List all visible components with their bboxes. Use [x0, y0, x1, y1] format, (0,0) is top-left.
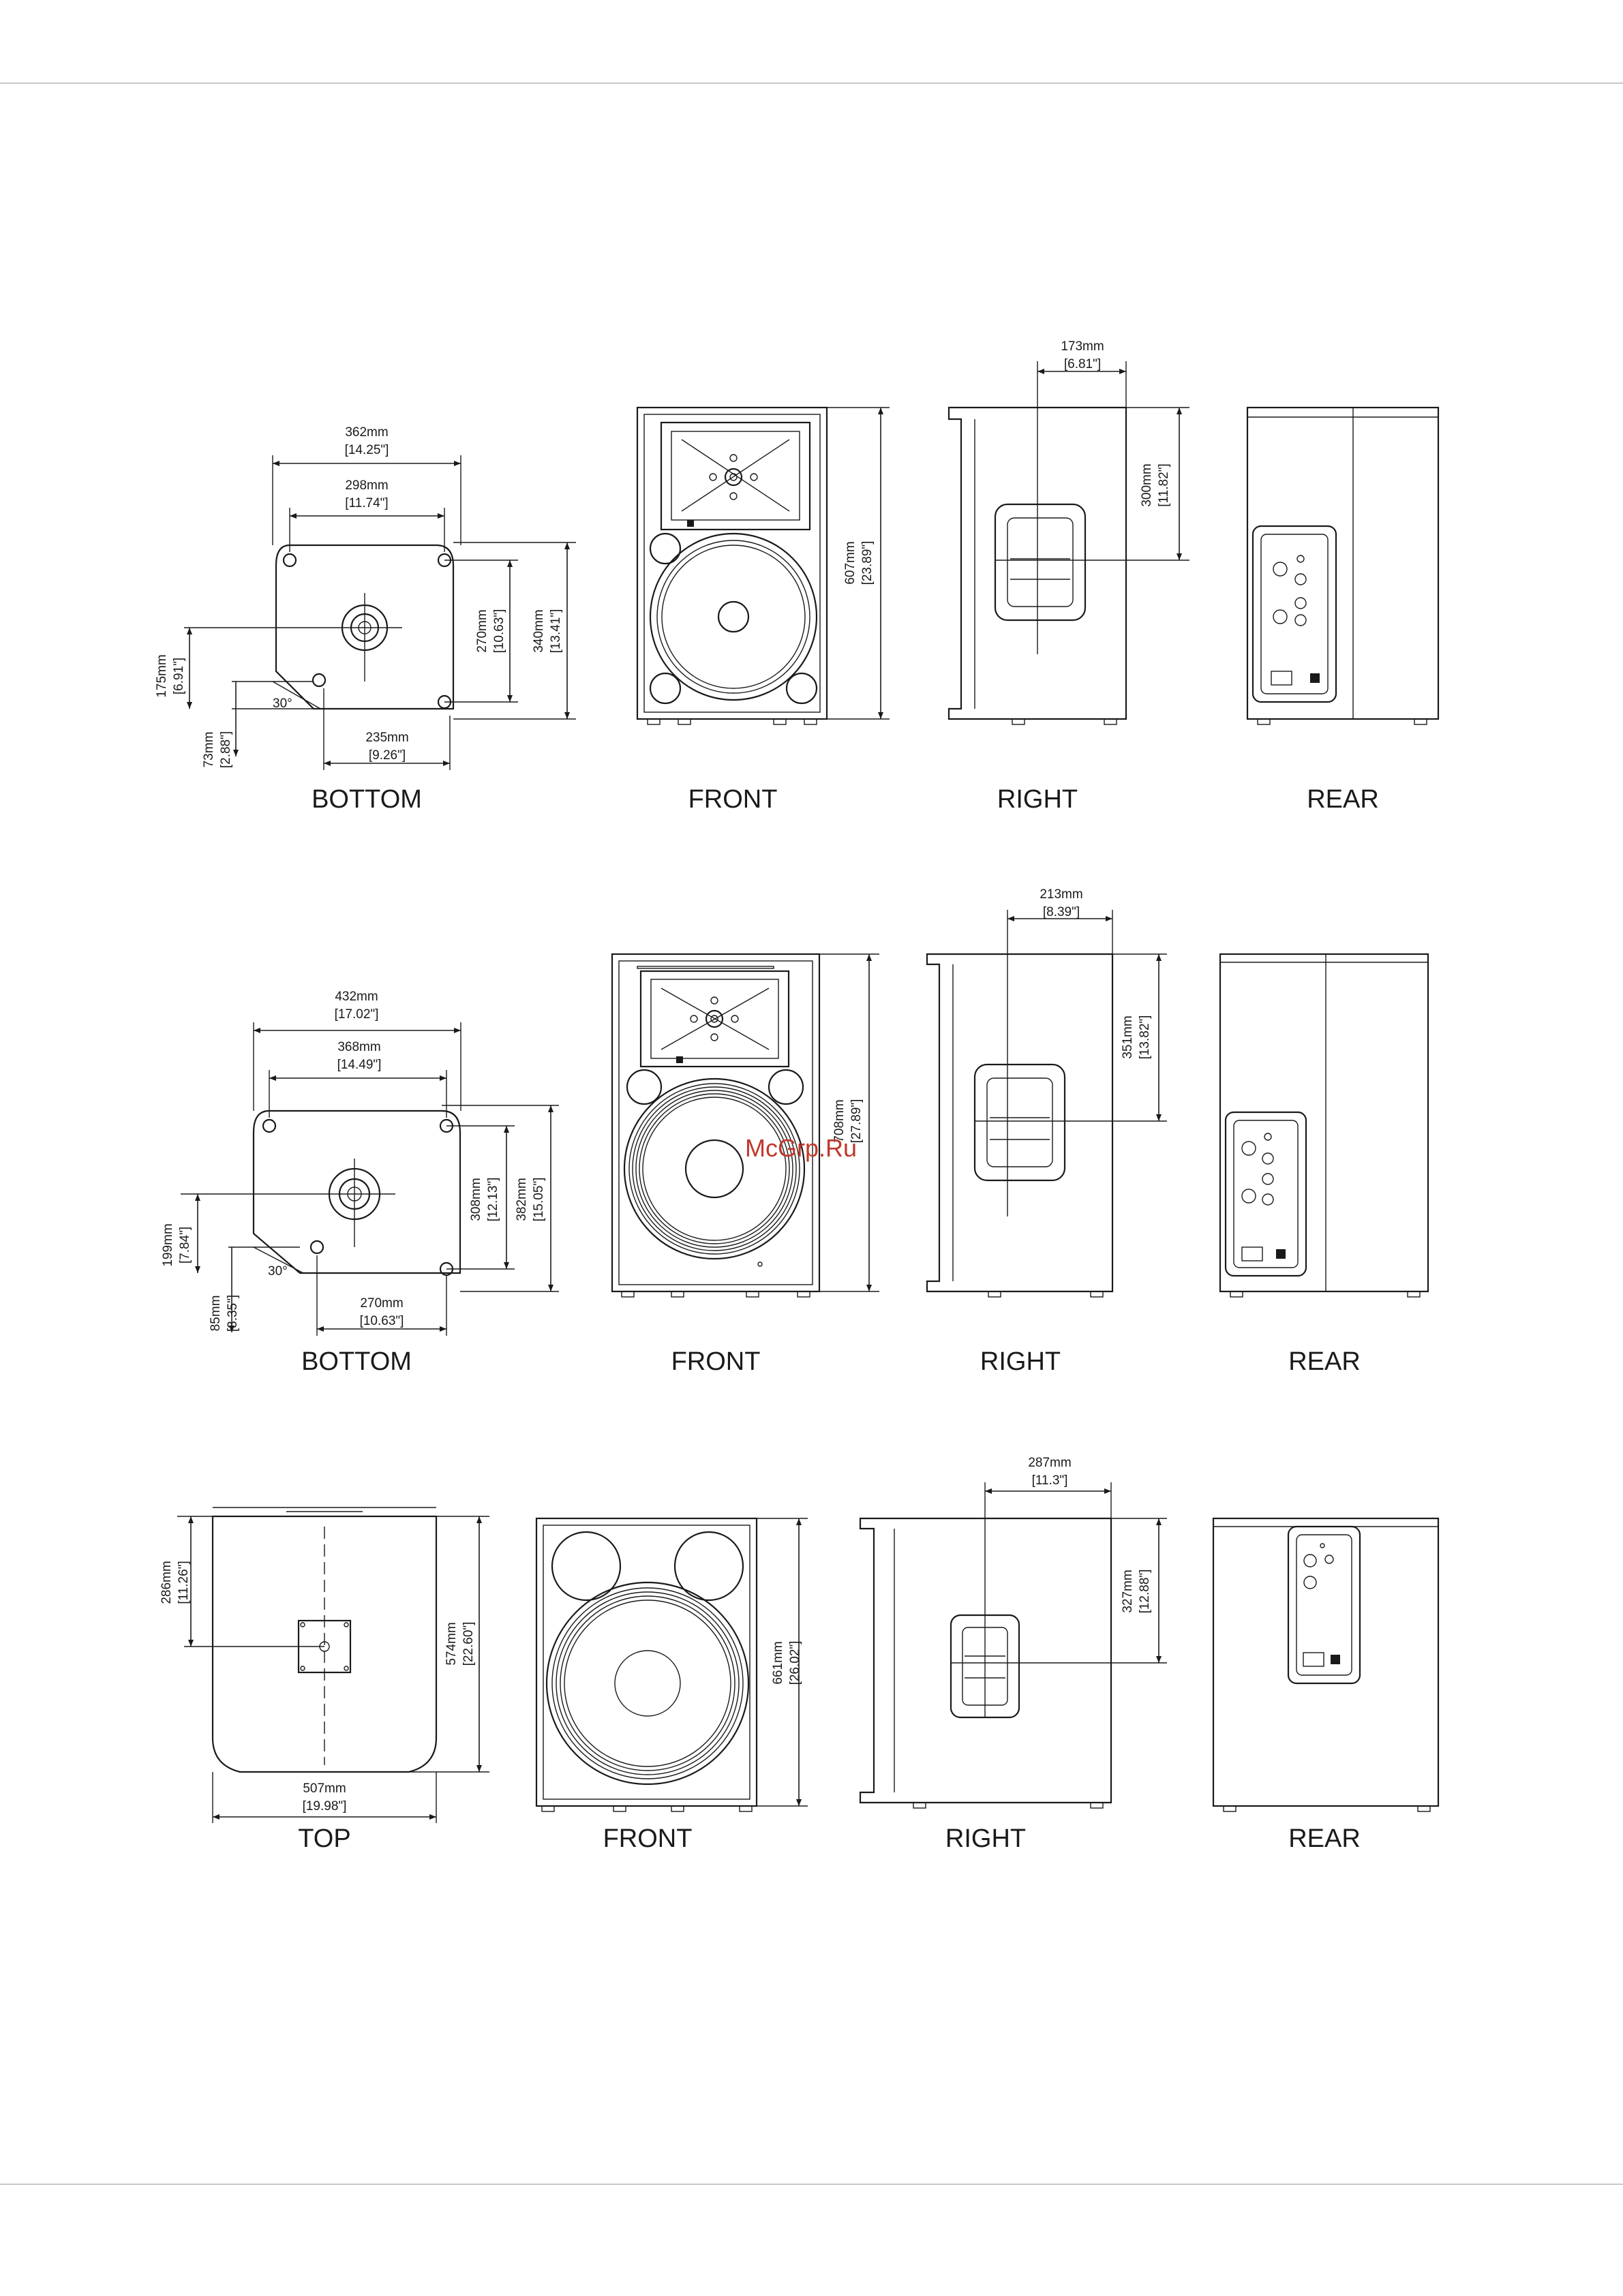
- r2-bottom-base: 270mm: [360, 1296, 403, 1311]
- r2-right-h: 351mm: [1121, 1015, 1135, 1058]
- r1-bottom-h-inner: 270mm: [475, 609, 489, 652]
- watermark: McGrp.Ru: [745, 1134, 857, 1162]
- r1-label-front: FRONT: [688, 785, 778, 814]
- svg-text:[23.89"]: [23.89"]: [860, 541, 875, 585]
- row1-front-dim-labels: 607mm [23.89"]: [843, 541, 875, 585]
- svg-text:[11.74"]: [11.74"]: [345, 496, 388, 510]
- svg-text:[7.84"]: [7.84"]: [178, 1227, 192, 1264]
- r1-bottom-angle: 30°: [273, 697, 292, 711]
- row3-view-labels: TOP FRONT RIGHT REAR: [298, 1824, 1361, 1853]
- svg-text:[12.88"]: [12.88"]: [1138, 1570, 1152, 1614]
- r2-label-right: RIGHT: [980, 1347, 1061, 1376]
- r1-bottom-h-outer: 340mm: [532, 609, 546, 652]
- r2-bottom-left: 199mm: [161, 1223, 175, 1266]
- r1-label-rear: REAR: [1307, 785, 1379, 814]
- svg-text:[14.49"]: [14.49"]: [337, 1058, 382, 1072]
- r1-bottom-base: 235mm: [365, 731, 408, 745]
- r1-label-bottom: BOTTOM: [312, 785, 422, 814]
- svg-text:[13.82"]: [13.82"]: [1138, 1015, 1152, 1060]
- r2-bottom-angle: 30°: [268, 1264, 288, 1279]
- r3-top-h: 574mm: [444, 1622, 459, 1665]
- r1-label-right: RIGHT: [997, 785, 1078, 814]
- r1-front-h: 607mm: [843, 541, 858, 584]
- svg-text:[6.81"]: [6.81"]: [1064, 357, 1101, 371]
- r2-front-h: 708mm: [832, 1099, 847, 1142]
- svg-text:[10.63"]: [10.63"]: [360, 1314, 404, 1328]
- row3-right-dim-labels: 287mm [11.3"] 327mm [12.88"]: [1028, 1456, 1152, 1613]
- r3-front-h: 661mm: [771, 1641, 785, 1684]
- row2-view-labels: BOTTOM FRONT RIGHT REAR: [301, 1347, 1361, 1376]
- r3-label-rear: REAR: [1288, 1824, 1361, 1853]
- r2-right-top: 213mm: [1040, 887, 1082, 902]
- r3-top-w: 507mm: [303, 1781, 346, 1796]
- row3-front-view: [535, 1517, 808, 1812]
- svg-text:[11.26"]: [11.26"]: [177, 1561, 191, 1604]
- row1-front-view: [636, 406, 890, 725]
- row1-bottom-dim-labels: 362mm [14.25"] 298mm [11.74"] 270mm [10.…: [155, 425, 563, 768]
- r1-bottom-w-outer: 362mm: [345, 425, 388, 440]
- svg-text:[11.82"]: [11.82"]: [1157, 463, 1171, 506]
- svg-text:[12.13"]: [12.13"]: [486, 1178, 500, 1222]
- svg-text:[6.91"]: [6.91"]: [172, 658, 186, 694]
- r2-bottom-w-inner: 368mm: [337, 1040, 380, 1054]
- svg-text:[26.02"]: [26.02"]: [788, 1641, 802, 1685]
- r3-label-right: RIGHT: [945, 1824, 1026, 1853]
- r3-label-top: TOP: [298, 1824, 350, 1853]
- r3-top-left: 286mm: [160, 1561, 174, 1604]
- row2-bottom-view: [181, 1022, 559, 1336]
- row3-rear-view: [1212, 1517, 1440, 1812]
- row1-rear-view: [1246, 406, 1440, 725]
- svg-text:[9.26"]: [9.26"]: [369, 748, 406, 763]
- r2-bottom-h-outer: 382mm: [515, 1178, 529, 1221]
- r2-bottom-h-inner: 308mm: [469, 1178, 483, 1221]
- svg-text:[10.63"]: [10.63"]: [492, 609, 506, 654]
- r3-label-front: FRONT: [603, 1824, 693, 1853]
- r3-right-top: 287mm: [1028, 1456, 1071, 1470]
- svg-text:[3.35"]: [3.35"]: [226, 1295, 240, 1332]
- svg-text:[17.02"]: [17.02"]: [335, 1007, 379, 1022]
- row3-top-view: [177, 1507, 489, 1823]
- r2-label-rear: REAR: [1288, 1347, 1361, 1376]
- row2-rear-view: [1219, 953, 1429, 1298]
- svg-text:[8.39"]: [8.39"]: [1043, 905, 1080, 919]
- row1-right-dim-labels: 173mm [6.81"] 300mm [11.82"]: [1061, 339, 1171, 507]
- row1-bottom-view: [184, 455, 576, 770]
- r1-right-top: 173mm: [1061, 339, 1104, 354]
- r2-label-front: FRONT: [671, 1347, 761, 1376]
- row3-right-view: [859, 1482, 1167, 1809]
- r2-bottom-low: 85mm: [209, 1296, 223, 1332]
- r3-right-h: 327mm: [1121, 1570, 1135, 1612]
- svg-text:[27.89"]: [27.89"]: [849, 1099, 864, 1144]
- svg-text:[19.98"]: [19.98"]: [303, 1799, 347, 1813]
- svg-text:[15.05"]: [15.05"]: [532, 1178, 546, 1222]
- r1-bottom-w-inner: 298mm: [345, 478, 388, 493]
- r1-bottom-left: 175mm: [155, 654, 169, 697]
- svg-text:[22.60"]: [22.60"]: [461, 1622, 476, 1666]
- row2-bottom-dim-labels: 432mm [17.02"] 368mm [14.49"] 308mm [12.…: [161, 990, 546, 1332]
- svg-text:[14.25"]: [14.25"]: [345, 443, 389, 457]
- svg-text:[2.88"]: [2.88"]: [219, 731, 233, 768]
- row3-front-dim-labels: 661mm [26.02"]: [771, 1641, 802, 1685]
- svg-text:[11.3"]: [11.3"]: [1032, 1473, 1068, 1488]
- row2-right-dim-labels: 213mm [8.39"] 351mm [13.82"]: [1040, 887, 1152, 1059]
- row1-right-view: [947, 361, 1189, 725]
- row1-view-labels: BOTTOM FRONT RIGHT REAR: [312, 785, 1379, 814]
- row3-top-dim-labels: 286mm [11.26"] 574mm [22.60"] 507mm [19.…: [160, 1561, 476, 1813]
- r1-bottom-low: 73mm: [202, 732, 216, 768]
- row2-right-view: [926, 910, 1167, 1298]
- row2-front-view: [611, 953, 879, 1298]
- svg-text:[13.41"]: [13.41"]: [549, 609, 563, 654]
- row2-front-dim-labels: 708mm [27.89"]: [832, 1099, 864, 1144]
- r1-right-h: 300mm: [1140, 463, 1154, 506]
- r2-label-bottom: BOTTOM: [301, 1347, 412, 1376]
- r2-bottom-w-outer: 432mm: [335, 990, 378, 1004]
